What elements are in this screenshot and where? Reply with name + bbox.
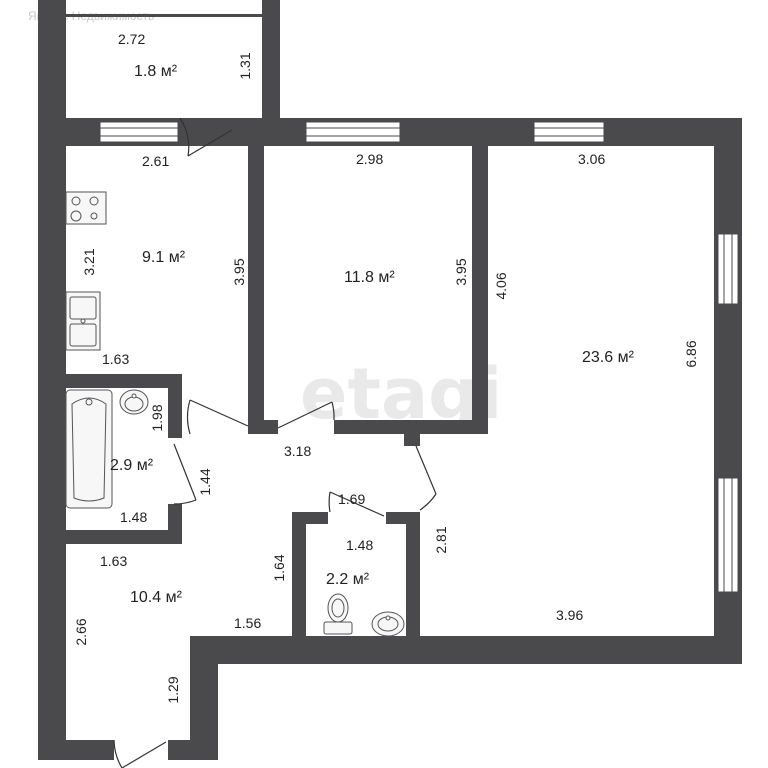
kitchen-area: 9.1 м²: [142, 249, 186, 266]
living-lower-wall: [404, 432, 420, 446]
window-living-top: [533, 121, 605, 143]
kitchen-sink-icon: [65, 291, 101, 351]
toilet-icon: [323, 593, 353, 635]
balcony-top-edge: [66, 14, 262, 17]
living-dim-top: 3.06: [578, 151, 605, 167]
door-living: [415, 445, 437, 511]
hallway-dim-top: 3.18: [284, 443, 311, 459]
kitchen-dim-right: 3.95: [231, 258, 247, 285]
balcony-height: 1.31: [237, 52, 253, 79]
balcony-area: 1.8 м²: [134, 63, 178, 80]
living-dim-bottom: 3.96: [556, 607, 583, 623]
living-dim-lower-left: 2.81: [433, 526, 449, 553]
bathroom-dim-bottom: 1.48: [120, 509, 147, 525]
kitchen-bottom-wall: [38, 374, 182, 388]
entrance-dim-right: 1.64: [271, 554, 287, 581]
kitchen-dim-top: 2.61: [142, 153, 169, 169]
toilet-dim-top: 1.48: [346, 537, 373, 553]
bathroom-bottom-wall: [38, 530, 182, 544]
toilet-top-wall-left: [292, 512, 328, 524]
room-kitchen: 2.61 9.1 м² 3.21 3.95 1.63: [81, 153, 247, 367]
window-bedroom: [305, 121, 401, 143]
kitchen-dim-bottom: 1.63: [102, 351, 129, 367]
room-balcony: 2.72 1.8 м² 1.31: [118, 31, 253, 80]
entrance-dim-left: 2.66: [73, 618, 89, 645]
bedroom-living-wall: [472, 146, 488, 432]
bedroom-dim-top: 2.98: [356, 151, 383, 167]
entrance-dim-top: 1.63: [100, 553, 127, 569]
hallway-dim-left: 1.44: [197, 468, 213, 495]
door-entrance: [113, 739, 167, 768]
toilet-sink-icon: [371, 611, 405, 637]
room-hallway: 3.18 1.44 1.69: [197, 443, 365, 507]
windows: [99, 121, 739, 593]
toilet-left-wall: [292, 512, 306, 640]
room-bedroom: 2.98 11.8 м² 3.95: [344, 151, 469, 286]
door-balcony: [179, 117, 233, 157]
toilet-area: 2.2 м²: [326, 571, 370, 588]
window-living-right-1: [717, 233, 739, 305]
window-kitchen: [99, 121, 179, 143]
room-bathroom: 1.98 2.9 м² 1.48: [110, 404, 165, 525]
toilet-top-wall-right: [386, 512, 420, 524]
entry-bottom-right-wall: [168, 740, 190, 760]
bathroom-sink-icon: [119, 389, 149, 415]
balcony-width: 2.72: [118, 31, 145, 47]
bottom-right-wall: [190, 636, 742, 664]
entrance-dim-bottom: 1.56: [234, 615, 261, 631]
hallway-dim-wc-door: 1.69: [338, 491, 365, 507]
balcony-wall-right: [262, 0, 280, 122]
bedroom-bottom-wall-2: [334, 420, 488, 434]
bathroom-area: 2.9 м²: [110, 457, 154, 474]
bathroom-dim-right: 1.98: [149, 404, 165, 431]
window-living-right-2: [717, 477, 739, 593]
room-living: 3.06 4.06 23.6 м² 6.86 2.81 3.96: [433, 151, 699, 623]
living-dim-right: 6.86: [683, 340, 699, 367]
door-toilet: [328, 491, 385, 517]
kitchen-bedroom-wall: [248, 146, 264, 432]
bathroom-right-wall-top: [168, 374, 182, 438]
bedroom-dim-right: 3.95: [453, 258, 469, 285]
kitchen-dim-left: 3.21: [81, 248, 97, 275]
bedroom-bottom-wall: [248, 420, 278, 434]
stove-icon: [65, 191, 107, 225]
fixtures: [65, 191, 405, 637]
left-wall: [38, 118, 66, 760]
living-dim-left: 4.06: [493, 272, 509, 299]
entrance-area: 10.4 м²: [130, 589, 183, 606]
room-toilet: 1.48 2.2 м²: [326, 537, 373, 588]
entry-right-wall: [190, 636, 218, 760]
bedroom-area: 11.8 м²: [344, 269, 395, 286]
entrance-dim-corridor: 1.29: [165, 676, 181, 703]
living-area: 23.6 м²: [582, 349, 635, 366]
doors: [113, 117, 437, 768]
entry-bottom-left-wall: [66, 740, 114, 760]
living-left-wall-low: [406, 512, 420, 636]
door-kitchen: [186, 399, 249, 435]
door-bedroom: [277, 401, 335, 429]
room-entrance: 1.63 1.64 10.4 м² 2.66 1.56 1.29: [73, 553, 287, 704]
bathtub-icon: [65, 389, 113, 509]
door-bathroom: [173, 443, 197, 505]
